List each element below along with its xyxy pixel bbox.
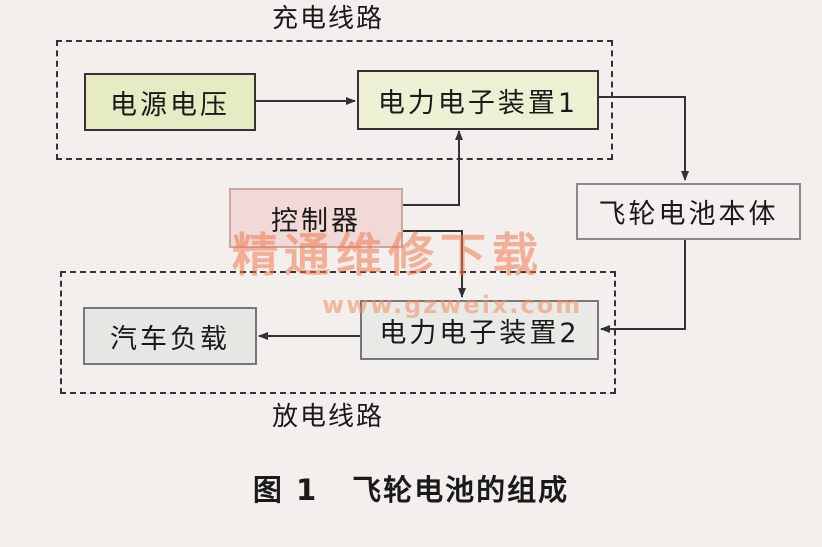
watermark-url: www.gzweix.com: [322, 291, 583, 319]
figure-number: 图 1: [252, 473, 319, 507]
charge-circuit-label: 充电线路: [272, 4, 385, 34]
arrow-controller-to-pe1: [403, 130, 463, 206]
vehicle-load-box: 汽车负载: [83, 307, 257, 365]
charge-circuit-frame: [56, 40, 613, 160]
figure-caption: 图 1 飞轮电池的组成: [0, 467, 822, 509]
power-electronics-1-box: 电力电子装置1: [357, 70, 599, 130]
vehicle-load-label: 汽车负载: [110, 323, 230, 355]
controller-label: 控制器: [271, 205, 361, 237]
figure-title: 飞轮电池的组成: [352, 473, 570, 507]
arrow-pe1-to-flywheel: [599, 96, 689, 181]
discharge-circuit-label: 放电线路: [272, 402, 385, 432]
power-electronics-2-box: 电力电子装置2: [360, 300, 599, 360]
controller-box: 控制器: [229, 188, 403, 248]
watermark-text: 精通维修下载: [232, 228, 544, 282]
power-source-label: 电源电压: [110, 89, 230, 121]
power-source-box: 电源电压: [84, 73, 256, 131]
discharge-circuit-frame: [60, 271, 616, 394]
power-electronics-2-label: 电力电子装置2: [379, 317, 580, 349]
flywheel-battery-label: 飞轮电池本体: [598, 199, 779, 230]
arrow-flywheel-to-pe2: [600, 240, 686, 333]
arrow-controller-to-pe2: [403, 230, 466, 298]
power-electronics-1-label: 电力电子装置1: [377, 87, 579, 119]
flywheel-battery-box: 飞轮电池本体: [576, 183, 801, 240]
